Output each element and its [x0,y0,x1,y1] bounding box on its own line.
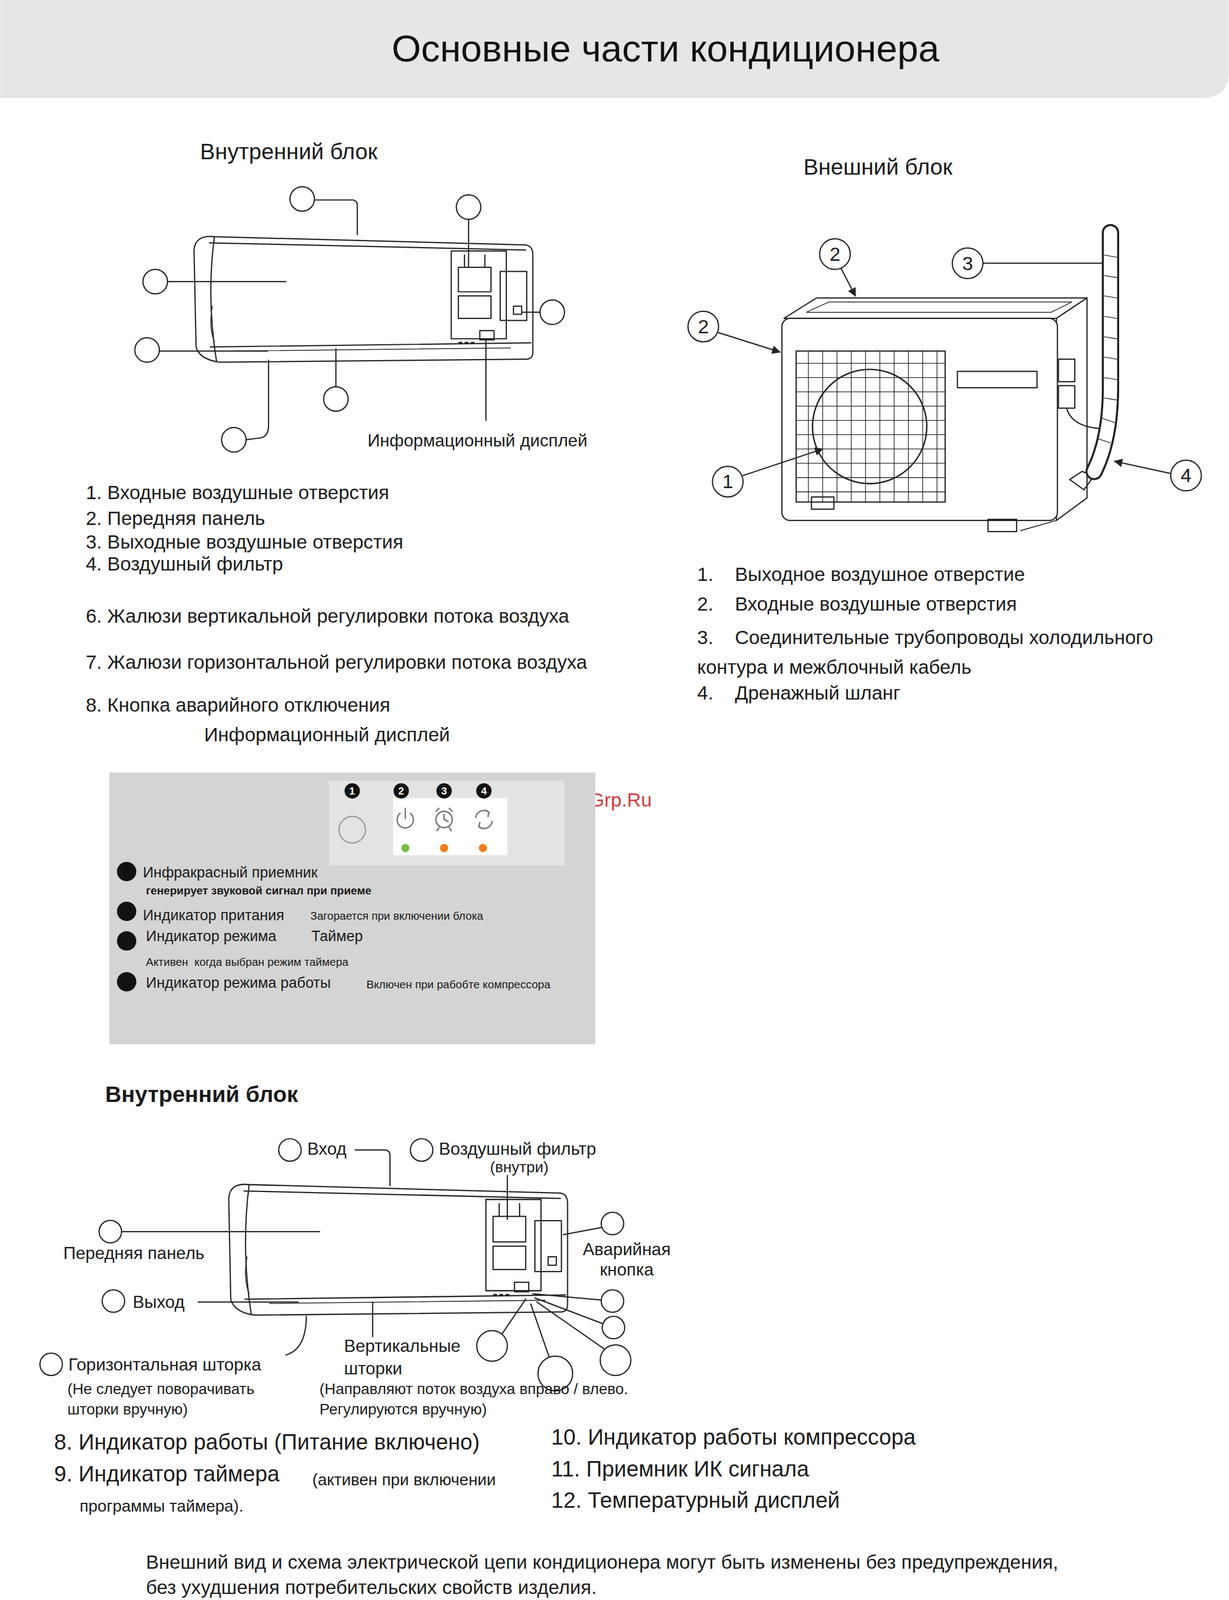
mode-led [478,844,488,853]
display-text: Загорается при включении блока [310,909,484,923]
display-panel: 1 2 3 4Инфракрасный приемник генерирует звук… [109,772,596,1044]
part-label: 11. Приемник ИК сигнала [551,1456,809,1483]
part-label: 9. Индикатор таймера [54,1461,280,1488]
ir-receiver [338,816,366,843]
part-label: 2. Передняя панель [85,507,266,530]
part-label: 8. Кнопка аварийного отключения [85,694,391,717]
part-label: 3. Выходные воздушные отверстия [85,531,404,554]
part-label: Передняя панель [63,1243,205,1264]
display-text: Индикатор режима работы [146,974,331,992]
display-text: Активен когда выбран режим таймера [146,955,349,969]
number-badges [344,783,492,800]
callout-number: 3 [962,253,974,273]
display-text: Инфракрасный приемник [142,864,318,882]
callout-number: 4 [1180,466,1192,486]
part-label: 12. Температурный дисплей [551,1488,841,1514]
timer-led [439,844,449,853]
indoor-callouts [135,186,565,452]
outdoor-callouts [688,238,1202,497]
power-led [401,844,410,853]
part-label: (Не следует поворачивать шторки вручную) [67,1378,303,1420]
part-label: (Направляют поток воздуха вправо / влево… [319,1378,636,1420]
indoor-unit-drawing [193,236,533,363]
part-label: 2. Входные воздушные отверстия [697,593,1018,616]
part-label: Внутренний блок [199,138,378,165]
display-text: генерирует звуковой сигнал при приеме [146,884,372,898]
callout-number: 1 [349,785,355,797]
part-label: Информационный дисплей [367,430,588,451]
part-label: 8. Индикатор работы (Питание включено) [54,1429,480,1456]
display-text: Включен при рабобте компрессора [366,978,551,992]
power-icon [397,808,414,829]
indoor-callouts-2 [40,1138,631,1391]
part-label: Горизонтальная шторка [68,1354,262,1375]
callout-number: 3 [440,785,447,797]
part-label: 4. Дренажный шланг [697,682,901,705]
page-title: Основные части кондиционера [391,30,940,69]
part-label: Воздушный фильтр [438,1138,596,1159]
callout-number: 1 [722,472,734,492]
part-label: Информационный дисплей [204,723,451,747]
part-label: 10. Индикатор работы компрессора [551,1425,916,1451]
part-label: 7. Жалюзи горизонтальной регулировки пот… [85,651,642,673]
mode-icon [475,810,493,829]
part-label: 1. Выходное воздушное отверстие [697,563,1026,586]
part-label: (внутри) [489,1158,549,1177]
display-text: Индикатор режима [146,928,277,946]
part-label: Вход [307,1138,347,1159]
timer-icon [436,808,453,831]
part-label: Внутренний блок [104,1081,298,1108]
callout-number: 2 [697,316,709,337]
display-window [328,780,565,866]
callout-number: 4 [481,785,487,797]
part-label: 1. Входные воздушные отверстия [85,481,390,505]
bullets [116,862,137,992]
part-label: Аварийная кнопка [567,1239,686,1281]
part-label: Внешний блок [803,154,953,181]
part-label: (активен при включении программы таймера… [79,1466,550,1521]
callout-number: 2 [829,244,841,264]
display-text: Таймер [311,928,363,946]
part-label: Выход [132,1292,186,1312]
part-label: Вертикальные шторки [343,1334,487,1381]
part-label: 4. Воздушный фильтр [85,552,283,576]
footnote: Внешний вид и схема электрической цепи к… [146,1549,1065,1600]
icon-strip [393,798,508,856]
outdoor-unit-drawing [781,232,1117,533]
indoor-unit-drawing-2 [228,1184,568,1316]
part-label: 6. Жалюзи вертикальной регулировки поток… [85,605,622,627]
callout-number: 2 [398,785,404,797]
part-label: 3. Соединительные трубопроводы холодильн… [697,622,1208,683]
title-band [0,0,1229,98]
display-text: Индикатор притания [142,907,284,925]
